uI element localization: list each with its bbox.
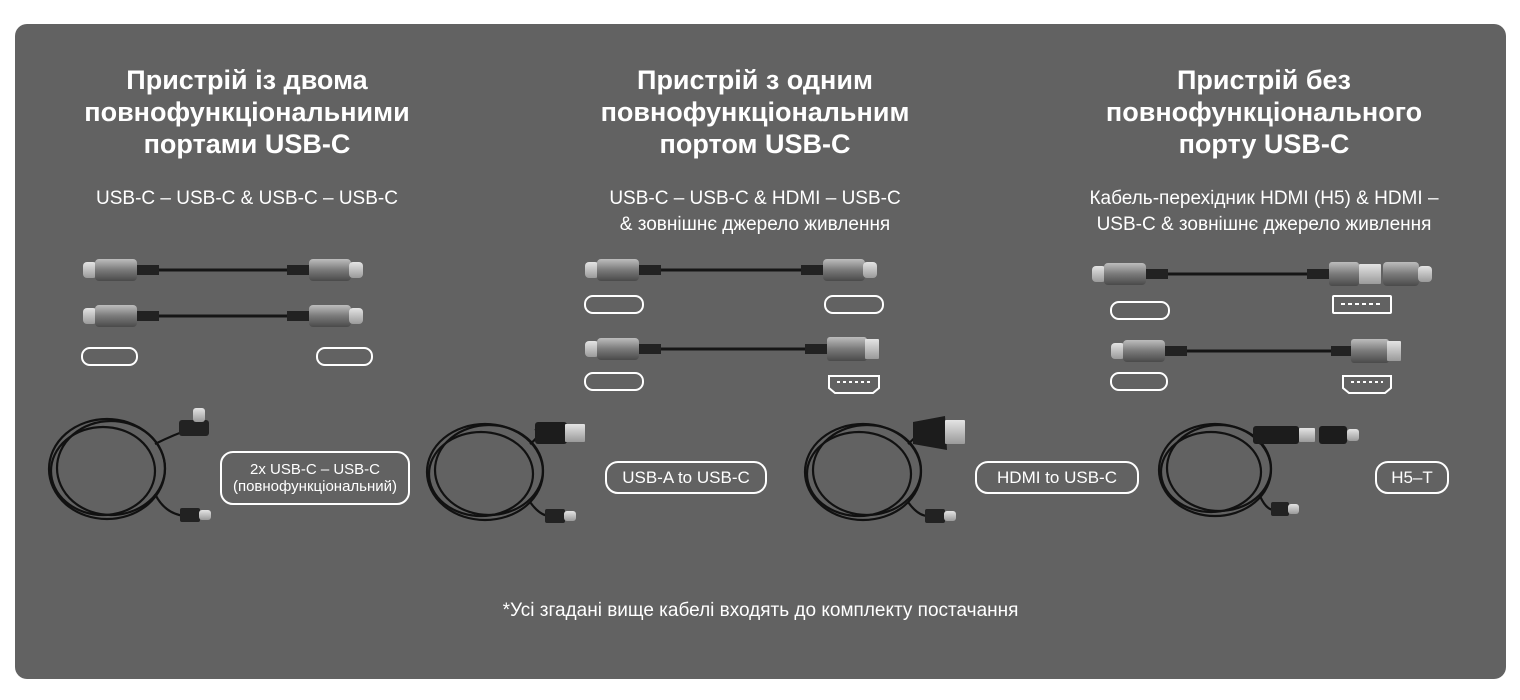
usb-c-cable-icon [585, 259, 877, 281]
hdmi-port-icon [828, 375, 880, 394]
label-line: 2x USB-C – USB-C [249, 461, 381, 478]
label-line: H5–T [1391, 467, 1433, 487]
hdmi-cable-icon [1111, 339, 1401, 363]
usb-c-port-icon [81, 347, 138, 366]
title-line: повнофункціональними [84, 97, 410, 127]
cable-label-h5t: H5–T [1375, 461, 1449, 494]
subtitle-line: USB-C & зовнішнє джерело живлення [1096, 214, 1432, 235]
subtitle-line: Кабель-перехідник HDMI (H5) & HDMI – [1089, 188, 1439, 209]
coiled-cable-icon [47, 417, 192, 521]
usb-c-port-icon [584, 295, 644, 314]
connection-panel: Пристрій із двома повнофункціональними п… [15, 24, 1506, 679]
hdmi-usbc-adapter-cable-icon [1092, 262, 1432, 286]
cable-label-hdmi-usbc: HDMI to USB-C [975, 461, 1139, 494]
coiled-cable-icon [425, 422, 551, 522]
column-two-usbc: Пристрій із двома повнофункціональними п… [35, 64, 459, 212]
cable-illustrations [47, 259, 1432, 523]
column-subtitle: Кабель-перехідник HDMI (H5) & HDMI – USB… [1045, 186, 1483, 238]
column-title: Пристрій без повнофункціонального порту … [1045, 64, 1483, 160]
column-subtitle: USB-C – USB-C & HDMI – USB-C & зовнішнє … [543, 186, 967, 238]
usb-c-cable-icon [83, 259, 363, 281]
cable-label-usba-usbc: USB-A to USB-C [605, 461, 767, 494]
title-line: Пристрій без [1177, 65, 1351, 95]
label-line: USB-A to USB-C [622, 467, 750, 487]
title-line: Пристрій з одним [637, 65, 873, 95]
usb-c-port-icon [1110, 372, 1168, 391]
column-one-usbc: Пристрій з одним повнофункціональним пор… [543, 64, 967, 238]
usb-c-port-icon [1110, 301, 1170, 320]
title-line: повнофункціональним [600, 97, 910, 127]
column-title: Пристрій із двома повнофункціональними п… [35, 64, 459, 160]
subtitle-line: USB-C – USB-C & HDMI – USB-C [609, 188, 901, 209]
label-line: HDMI to USB-C [997, 467, 1117, 487]
title-line: Пристрій із двома [126, 65, 368, 95]
footnote: *Усі згадані вище кабелі входять до комп… [502, 600, 1019, 621]
column-title: Пристрій з одним повнофункціональним пор… [543, 64, 967, 160]
usb-c-port-icon [584, 372, 644, 391]
usb-a-port-icon [1332, 295, 1392, 314]
subtitle-line: USB-C – USB-C & USB-C – USB-C [96, 188, 398, 209]
usb-c-cable-icon [83, 305, 363, 327]
hdmi-port-icon [1342, 375, 1392, 394]
usb-c-port-icon [316, 347, 373, 366]
hdmi-cable-icon [585, 337, 879, 361]
title-line: портами USB-C [143, 129, 351, 159]
usb-c-port-icon [824, 295, 884, 314]
usb-a-plug-icon [535, 422, 567, 444]
cable-label-usbc-usbc: 2x USB-C – USB-C (повнофункціональний) [220, 451, 410, 505]
coiled-cable-icon [1157, 422, 1278, 518]
column-no-usbc: Пристрій без повнофункціонального порту … [1045, 64, 1483, 238]
hdmi-plug-icon [1253, 426, 1299, 444]
usb-c-plug-icon [179, 420, 209, 436]
subtitle-line: & зовнішнє джерело живлення [619, 214, 891, 235]
title-line: портом USB-C [659, 129, 851, 159]
title-line: повнофункціонального [1105, 97, 1423, 127]
column-subtitle: USB-C – USB-C & USB-C – USB-C [35, 186, 459, 212]
hdmi-plug-icon [913, 416, 947, 450]
label-line: (повнофункціональний) [232, 478, 398, 495]
coiled-cable-icon [803, 422, 929, 522]
title-line: порту USB-C [1178, 129, 1350, 159]
